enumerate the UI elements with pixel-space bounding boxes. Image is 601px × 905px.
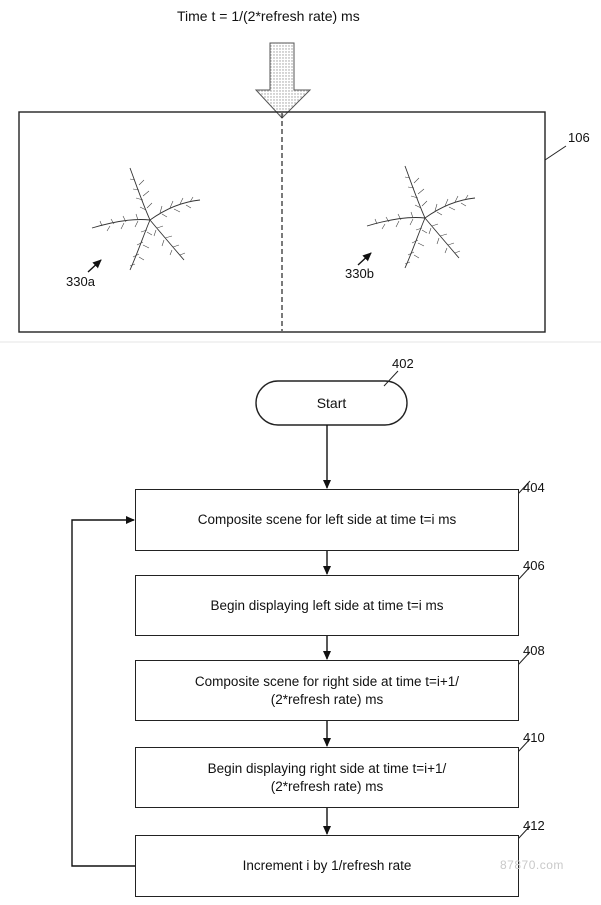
ref-410: 410	[523, 730, 545, 745]
leader-402	[383, 370, 399, 387]
start-label: Start	[316, 395, 347, 411]
step-text-412: Increment i by 1/refresh rate	[242, 858, 412, 873]
watermark-text: 87870.com	[500, 858, 564, 872]
ref-404: 404	[523, 480, 545, 495]
scene-image-right	[366, 165, 476, 269]
pointer-330b	[357, 252, 372, 266]
scene-image-left	[91, 167, 201, 271]
leader-408	[517, 651, 531, 666]
leader-406	[517, 566, 531, 581]
step-text-410-line1: Begin displaying right side at time t=i+…	[207, 760, 447, 776]
step-box-404: Composite scene for left side at time t=…	[135, 489, 519, 551]
ref-408: 408	[523, 643, 545, 658]
step-box-410: Begin displaying right side at time t=i+…	[135, 747, 519, 808]
step-text-408-line2: (2*refresh rate) ms	[270, 691, 384, 707]
ref-406: 406	[523, 558, 545, 573]
display-frame	[18, 111, 546, 333]
pointer-330a	[87, 259, 102, 273]
start-terminator	[255, 380, 408, 426]
ref-412: 412	[523, 818, 545, 833]
step-box-408: Composite scene for right side at time t…	[135, 660, 519, 721]
leader-412	[517, 825, 531, 840]
ref-330b: 330b	[345, 266, 374, 281]
ref-402: 402	[392, 356, 414, 371]
ref-106: 106	[568, 130, 590, 145]
time-caption: Time t = 1/(2*refresh rate) ms	[177, 8, 360, 24]
step-box-412: Increment i by 1/refresh rate	[135, 835, 519, 897]
step-text-404: Composite scene for left side at time t=…	[197, 512, 457, 527]
leader-106	[544, 145, 567, 161]
step-text-408-line1: Composite scene for right side at time t…	[194, 673, 460, 689]
leader-404	[517, 480, 531, 495]
loop-back-arrow	[71, 516, 136, 867]
step-text-410-line2: (2*refresh rate) ms	[270, 778, 384, 794]
time-arrow	[254, 42, 312, 119]
ref-330a: 330a	[66, 274, 95, 289]
step-text-406: Begin displaying left side at time t=i m…	[210, 597, 444, 613]
step-box-406: Begin displaying left side at time t=i m…	[135, 575, 519, 636]
leader-410	[517, 738, 531, 753]
